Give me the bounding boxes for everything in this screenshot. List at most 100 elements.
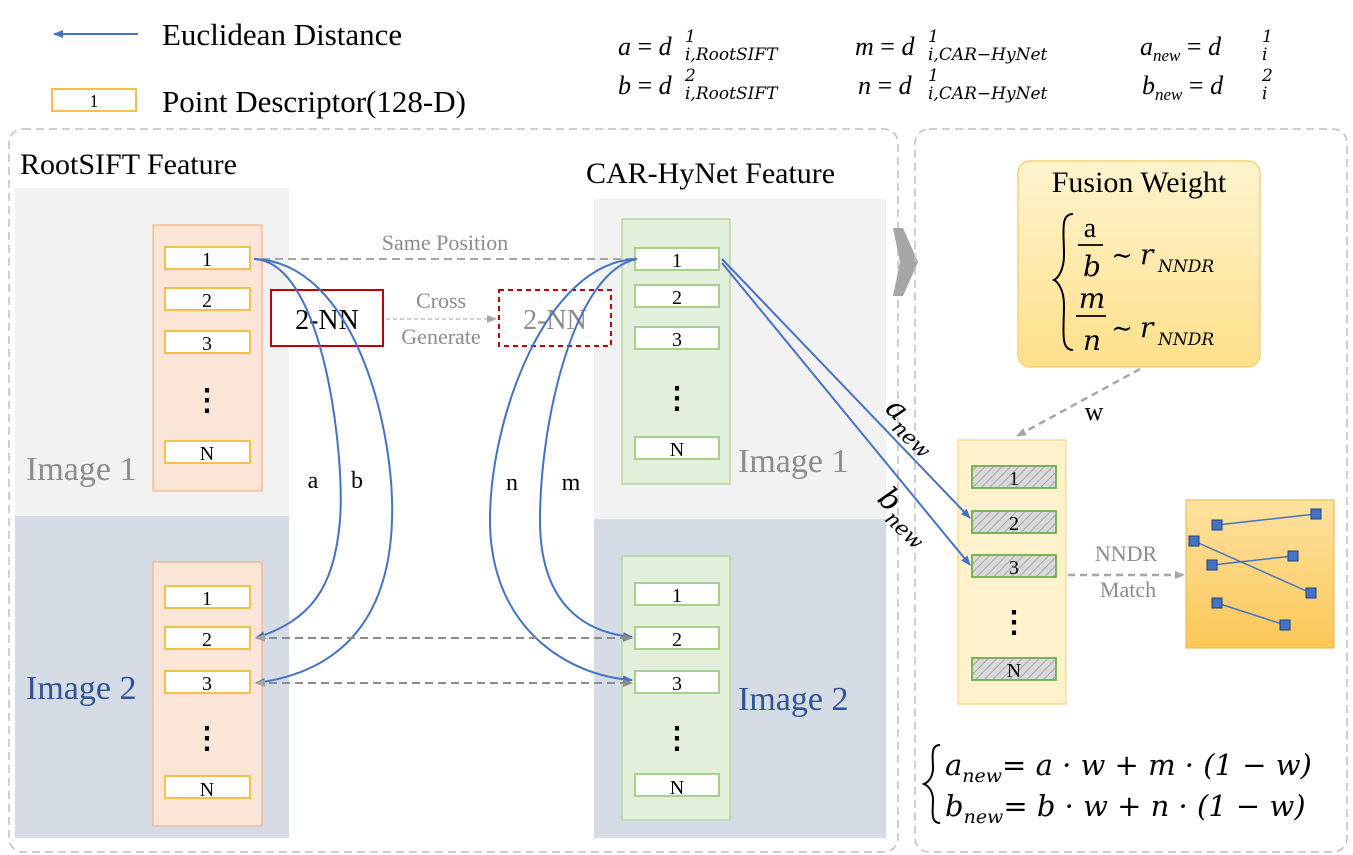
fusion-eq1-den: b xyxy=(1083,250,1101,283)
carhynet-i1-desc-n-label: N xyxy=(670,439,684,461)
rootsift-i2-desc-1-label: 1 xyxy=(202,588,212,610)
rootsift-i1-desc-3 xyxy=(164,330,251,354)
rootsift-i2-desc-3 xyxy=(164,670,251,694)
rootsift-i2-desc-2 xyxy=(164,626,251,650)
generate-label: Generate xyxy=(401,324,480,349)
def-a-sup: 1 xyxy=(685,27,696,47)
legend-euclidean-label: Euclidean Distance xyxy=(162,17,402,52)
rootsift-i2-ellipsis: ⋮ xyxy=(192,722,222,755)
match-point-icon xyxy=(1287,550,1299,562)
legend-descriptor-icon xyxy=(51,88,137,112)
def-m-sub: i,CAR−HyNet xyxy=(928,45,1048,65)
match-point-icon xyxy=(1305,587,1317,599)
carhynet-image1-column: 1 2 3 ⋮ N xyxy=(621,218,731,485)
fused-ellipsis: ⋮ xyxy=(999,606,1029,639)
def-bnew-sub: i xyxy=(1262,84,1267,104)
rootsift-i1-desc-1-label: 1 xyxy=(202,249,212,271)
nn-dashed-box xyxy=(498,289,612,347)
match-point-icon xyxy=(1188,535,1200,547)
arc-label-m: m xyxy=(562,470,581,496)
anew-arrow xyxy=(721,258,971,519)
carhynet-image2-column: 1 2 3 ⋮ N xyxy=(621,555,731,821)
carhynet-image1-label: Image 1 xyxy=(738,443,848,480)
match-point-icon xyxy=(1310,508,1322,520)
carhynet-i2-desc-n-label: N xyxy=(670,777,684,799)
fused-desc-n-label: N xyxy=(1007,660,1021,682)
rootsift-i1-desc-1 xyxy=(164,246,251,270)
flow-chevron-icon xyxy=(893,228,918,296)
carhynet-i1-desc-n xyxy=(634,436,720,460)
carhynet-i2-desc-1 xyxy=(634,582,720,606)
carhynet-i1-desc-3 xyxy=(634,326,720,350)
distance-arc-m xyxy=(538,258,638,641)
nndr-label: NNDR xyxy=(1095,541,1158,566)
carhynet-i2-desc-2-label: 2 xyxy=(672,629,682,651)
right-panel-border xyxy=(914,128,1348,853)
fusion-brace xyxy=(1051,213,1074,351)
distance-arc-a xyxy=(253,258,342,639)
carhynet-i2-desc-n xyxy=(634,773,720,797)
fused-desc-n xyxy=(971,657,1057,681)
fused-desc-1-label: 1 xyxy=(1009,468,1019,490)
def-n: n = d xyxy=(858,71,913,100)
rootsift-i1-desc-2-label: 2 xyxy=(202,290,212,312)
distance-arc-n xyxy=(488,258,638,684)
fused-desc-3 xyxy=(971,554,1057,578)
carhynet-i1-desc-1-label: 1 xyxy=(672,250,682,272)
fused-desc-1 xyxy=(971,465,1057,489)
rootsift-image1-label: Image 1 xyxy=(26,451,136,488)
rootsift-i2-desc-2-label: 2 xyxy=(202,629,212,651)
def-anew-sup: 1 xyxy=(1262,27,1273,47)
def-n-sup: 1 xyxy=(928,66,939,86)
legend-descriptor-label: Point Descriptor(128-D) xyxy=(162,84,466,119)
match-result-box xyxy=(1185,499,1335,649)
fused-desc-3-label: 3 xyxy=(1009,557,1019,579)
def-anew: anew = d xyxy=(1140,32,1222,65)
legend-descriptor-sample: 1 xyxy=(90,91,99,111)
arc-label-n: n xyxy=(506,470,518,496)
carhynet-title: CAR-HyNet Feature xyxy=(586,157,835,190)
bnew-arrow xyxy=(721,262,971,566)
weight-label: w xyxy=(1085,397,1104,426)
weight-arrow xyxy=(1016,367,1141,438)
fused-column: 1 2 3 ⋮ N xyxy=(957,439,1067,705)
def-n-sub: i,CAR−HyNet xyxy=(928,84,1048,104)
def-b-sub: i,RootSIFT xyxy=(685,84,779,104)
fusion-eq1-num: a xyxy=(1084,213,1097,244)
carhynet-i2-desc-2 xyxy=(634,626,720,650)
def-m: m = d xyxy=(855,32,915,61)
carhynet-i2-desc-1-label: 1 xyxy=(672,585,682,607)
rootsift-image2-label: Image 2 xyxy=(26,670,136,707)
fusion-weight-title: Fusion Weight xyxy=(1052,166,1227,199)
fusion-eq2-num: m xyxy=(1079,282,1106,315)
nn-solid-box xyxy=(270,289,384,347)
carhynet-i1-desc-3-label: 3 xyxy=(672,329,682,351)
arc-label-b: b xyxy=(351,468,363,494)
rootsift-i1-desc-2 xyxy=(164,287,251,311)
rootsift-image2-column: 1 2 3 ⋮ N xyxy=(152,561,263,827)
carhynet-image2-label: Image 2 xyxy=(738,681,848,718)
legend: Euclidean Distance 1 Point Descriptor(12… xyxy=(51,17,466,119)
final-eq-b: bnew= b · w + n · (1 − w) xyxy=(945,789,1306,828)
fusion-eq1-r: r xyxy=(1140,238,1155,271)
fusion-eq2-rsub: NNDR xyxy=(1157,330,1214,350)
match-point-icon xyxy=(1211,519,1223,531)
def-a: a = d xyxy=(618,32,673,61)
rootsift-i2-desc-n xyxy=(164,775,251,799)
match-point-icon xyxy=(1279,619,1291,631)
fusion-eq1-rsub: NNDR xyxy=(1157,257,1214,277)
left-panel-border xyxy=(8,128,899,853)
carhynet-i2-ellipsis: ⋮ xyxy=(662,722,692,755)
rootsift-i1-desc-3-label: 3 xyxy=(202,333,212,355)
fusion-eq1-tilde: ∼ xyxy=(1111,241,1133,270)
def-a-sub: i,RootSIFT xyxy=(685,45,779,65)
def-b-sup: 2 xyxy=(684,66,696,86)
fusion-eq2-tilde: ∼ xyxy=(1111,314,1133,343)
fusion-eq2-r: r xyxy=(1140,311,1155,344)
arc-label-a: a xyxy=(308,468,319,494)
carhynet-i2-desc-3-label: 3 xyxy=(672,673,682,695)
carhynet-i1-desc-2-label: 2 xyxy=(672,287,682,309)
fused-desc-2 xyxy=(971,510,1057,534)
final-eq-a: anew= a · w + m · (1 − w) xyxy=(945,748,1312,787)
def-m-sup: 1 xyxy=(928,27,939,47)
